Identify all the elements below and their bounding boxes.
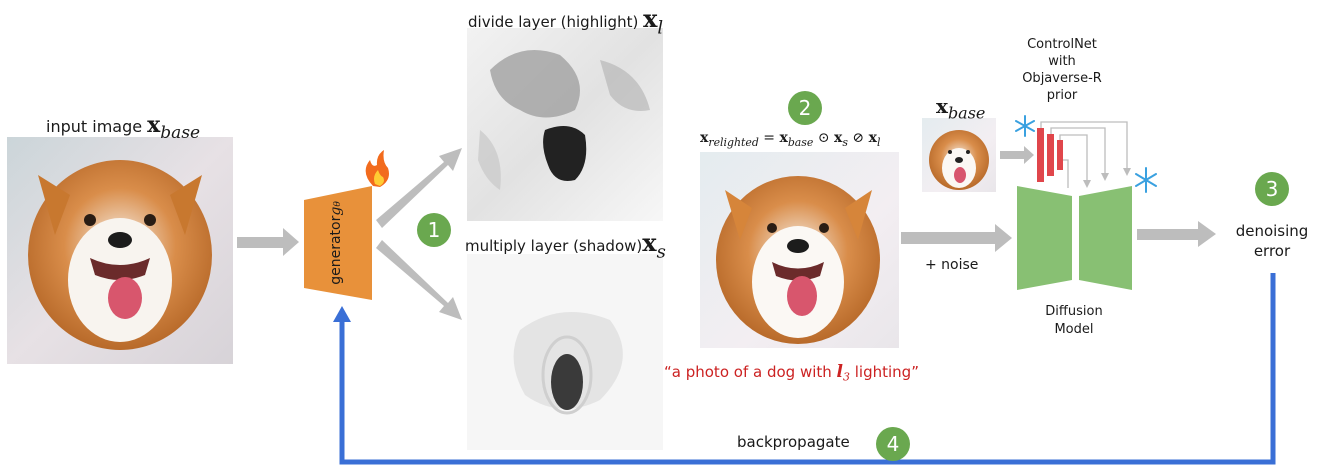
multiply-symbol: x — [642, 228, 657, 257]
eq-x3: x — [868, 130, 877, 146]
loss-line1: denoising — [1235, 222, 1309, 240]
backprop-arrow — [333, 273, 1276, 465]
divide-layer-image — [467, 28, 663, 221]
relight-equation: xrelighted = xbase ⊙ xs ⊘ xl — [700, 130, 880, 149]
controlnet-line4: prior — [1046, 88, 1078, 103]
diffusion-line1: Diffusion — [1045, 304, 1103, 319]
step-badge-1: 1 — [417, 213, 451, 247]
diffusion-label: Diffusion Model — [1024, 303, 1124, 339]
generator-label: generatorgθ — [328, 201, 344, 285]
generator-block — [304, 186, 372, 300]
diffusion-model — [1017, 186, 1132, 290]
prompt-symbol: l — [836, 362, 843, 382]
step-badge-2: 2 — [788, 91, 822, 125]
prompt-symbol-sub: 3 — [843, 370, 850, 384]
arrow-diffusion-to-loss — [1137, 221, 1216, 247]
noise-label: + noise — [925, 257, 979, 273]
controlnet-label: ControlNet with Objaverse-R prior — [1007, 36, 1117, 104]
eq-x2-sub: s — [842, 135, 848, 149]
eq-op1: ⊙ — [813, 130, 835, 146]
prompt-pre: “a photo of a dog with — [664, 363, 837, 381]
controlnet-connections — [1040, 121, 1128, 188]
snowflake-icon-controlnet — [1015, 115, 1035, 137]
diffusion-line2: Model — [1054, 322, 1094, 337]
generator-label-text: generator — [328, 215, 344, 285]
eq-lhs: x — [700, 130, 709, 146]
loss-label: denoising error — [1222, 221, 1322, 261]
backprop-label: backpropagate — [737, 433, 850, 451]
divide-symbol: x — [643, 4, 658, 33]
relighted-image — [700, 152, 899, 348]
generator-sub: g — [328, 206, 344, 216]
input-image-label: input image xbase — [46, 112, 200, 143]
multiply-symbol-sub: s — [656, 241, 666, 263]
divide-layer-label: divide layer (highlight) xl — [468, 4, 663, 38]
cond-symbol-sub: base — [947, 103, 986, 123]
controlnet-block — [1037, 128, 1063, 182]
eq-x2: x — [834, 130, 843, 146]
input-label-text: input image — [46, 117, 143, 136]
arrow-generator-to-multiply — [376, 240, 462, 320]
input-image — [7, 137, 233, 364]
condition-image — [922, 118, 996, 192]
loss-line2: error — [1253, 242, 1291, 260]
arrow-input-to-generator — [237, 228, 299, 256]
eq-x3-sub: l — [876, 135, 881, 149]
condition-label: xbase — [936, 94, 985, 123]
prompt-post: lighting” — [850, 363, 919, 381]
multiply-layer-label: multiply layer (shadow)xs — [465, 228, 666, 262]
controlnet-line3: Objaverse-R — [1022, 71, 1102, 86]
prompt-text: “a photo of a dog with l3 lighting” — [664, 362, 919, 383]
snowflake-icon-diffusion — [1135, 167, 1157, 193]
eq-equals: = — [758, 130, 780, 146]
cond-symbol: x — [936, 94, 948, 118]
eq-op2: ⊘ — [847, 130, 869, 146]
generator-subsub: θ — [333, 201, 343, 207]
controlnet-line2: with — [1048, 54, 1076, 69]
arrow-generator-to-divide — [376, 148, 462, 228]
eq-x1: x — [779, 130, 788, 146]
eq-x1-sub: base — [787, 135, 814, 149]
arrow-cond-to-controlnet — [1000, 146, 1034, 164]
input-symbol-sub: base — [160, 122, 201, 143]
fire-icon — [365, 150, 389, 187]
eq-lhs-sub: relighted — [708, 135, 759, 149]
divide-label-text: divide layer (highlight) — [468, 13, 639, 31]
controlnet-arrowheads — [1083, 168, 1131, 188]
step-badge-4: 4 — [876, 427, 910, 461]
divide-symbol-sub: l — [657, 17, 664, 39]
multiply-label-text: multiply layer (shadow) — [465, 237, 643, 255]
controlnet-line1: ControlNet — [1027, 37, 1097, 52]
arrow-relighted-to-diffusion — [901, 224, 1012, 252]
input-symbol: x — [147, 112, 161, 138]
step-badge-3: 3 — [1255, 172, 1289, 206]
multiply-layer-image — [467, 254, 663, 450]
